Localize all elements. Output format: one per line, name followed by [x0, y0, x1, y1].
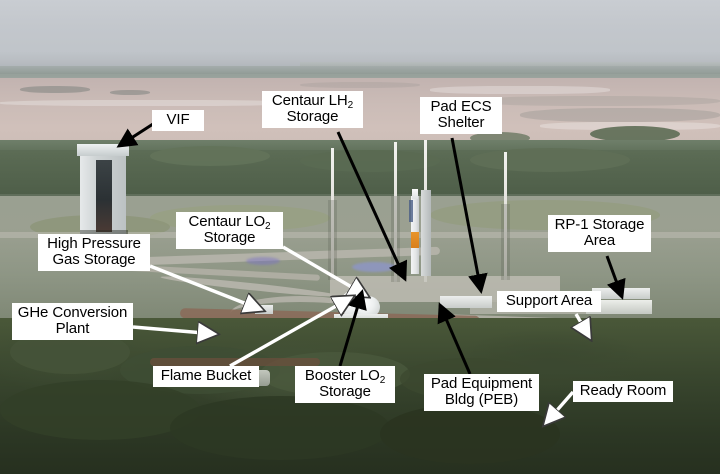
pad-lighting-glow	[352, 262, 396, 272]
annotation-label-ready-room: Ready Room	[573, 381, 673, 402]
lightning-mast-lattice	[391, 196, 400, 282]
launch-vehicle-booster	[411, 232, 419, 248]
annotation-label-subscript: 2	[265, 221, 271, 232]
lightning-mast-lattice	[328, 200, 337, 280]
annotation-label-line1: Centaur LH2	[271, 92, 354, 111]
water-detail	[300, 82, 420, 88]
water-detail	[110, 90, 150, 95]
mobile-launch-tower	[421, 190, 431, 276]
sky-region	[0, 0, 720, 58]
road-loop	[230, 296, 370, 332]
leader-line-high-pressure-gas-storage	[149, 264, 262, 310]
leader-line-centaur-lo2-storage	[282, 245, 367, 296]
tree-cluster	[470, 148, 630, 172]
annotation-label-subscript: 2	[379, 375, 386, 386]
marsh-island	[590, 126, 680, 142]
lightning-mast	[504, 152, 507, 280]
vif-roof	[77, 144, 129, 156]
annotation-label-vif: VIF	[152, 110, 204, 131]
pad-lighting-glow	[246, 257, 280, 265]
annotation-label-support-area: Support Area	[497, 291, 601, 312]
rp1-support-building	[586, 300, 652, 314]
tree-canopy	[380, 404, 560, 464]
annotation-label-line1: Centaur LO2	[188, 213, 271, 232]
annotation-label-line2: Storage	[203, 229, 256, 246]
annotation-label-flame-bucket: Flame Bucket	[153, 366, 259, 387]
leader-line-pad-ecs-shelter	[450, 137, 488, 294]
water-detail	[520, 108, 720, 122]
water-detail	[470, 96, 720, 106]
leader-line-centaur-lh2-storage	[336, 131, 408, 282]
annotation-label-line2: Plant	[55, 320, 90, 337]
annotation-label-line2: Storage	[286, 108, 339, 125]
tree-canopy	[0, 380, 200, 440]
lightning-mast	[394, 142, 397, 282]
leader-line-ghe-conversion-plant	[132, 327, 216, 334]
water-detail	[20, 86, 90, 93]
annotation-label-line1: Support Area	[505, 292, 593, 309]
annotation-label-line2: Storage	[319, 383, 371, 400]
lightning-mast	[331, 148, 334, 280]
leader-line-booster-lo2-storage	[338, 289, 367, 367]
water-detail	[430, 86, 610, 94]
annotation-label-line1: Pad ECS	[430, 98, 492, 115]
launch-vehicle-stripe	[409, 200, 413, 222]
annotation-label-line2: Bldg (PEB)	[444, 391, 519, 408]
leader-line-flame-bucket	[229, 297, 352, 368]
leader-line-vif	[116, 122, 154, 148]
annotation-label-line1: GHe Conversion	[17, 304, 128, 321]
annotation-label-line1: RP-1 Storage	[554, 216, 645, 233]
annotation-label-line1: Ready Room	[579, 382, 667, 399]
tree-cluster	[300, 150, 440, 172]
lightning-mast-lattice	[501, 204, 510, 280]
leader-line-ready-room	[545, 390, 575, 424]
tree-canopy	[170, 396, 390, 460]
leader-line-rp1-storage-area	[605, 255, 626, 300]
launch-vehicle-fairing	[412, 189, 418, 199]
perimeter-road	[0, 232, 720, 238]
annotation-label-line1: Booster LO2	[304, 367, 386, 386]
leader-line-support-area	[576, 313, 590, 338]
vif-door-slot	[96, 160, 112, 232]
annotation-label-line1: Flame Bucket	[160, 367, 252, 384]
tree-cluster	[150, 146, 270, 166]
annotation-label-line1: VIF	[166, 111, 190, 128]
annotation-label-subscript: 2	[347, 100, 354, 111]
annotation-label-line2: Area	[583, 232, 616, 249]
annotation-label-line2: Gas Storage	[52, 251, 136, 268]
annotation-label-line2: Shelter	[437, 114, 485, 131]
annotation-label-line1: High Pressure	[47, 235, 141, 252]
water-detail	[0, 100, 300, 106]
annotation-label-line1: Pad Equipment	[430, 375, 533, 392]
leader-line-pad-equipment-bldg	[437, 302, 472, 375]
